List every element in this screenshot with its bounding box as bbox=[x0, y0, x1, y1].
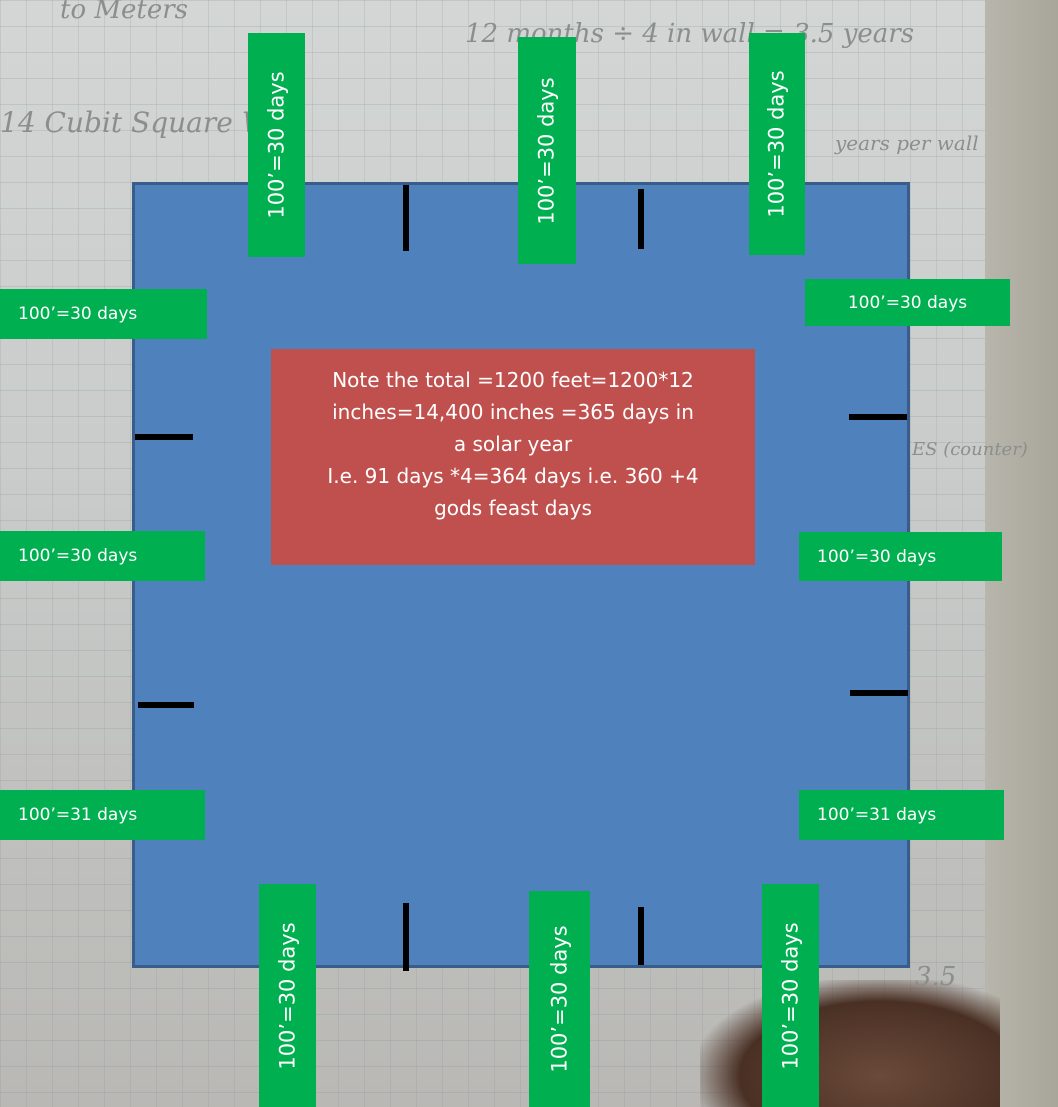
tick-mark-right-1 bbox=[849, 414, 907, 420]
tick-mark-right-2 bbox=[850, 690, 908, 696]
note-line: I.e. 91 days *4=364 days i.e. 360 +4 bbox=[281, 460, 745, 492]
label-right-lower: 100’=31 days bbox=[799, 790, 1004, 840]
label-right-upper: 100’=30 days bbox=[805, 279, 1010, 326]
scribble-three-five: 3.5 bbox=[915, 962, 956, 992]
scribble-to-meters: to Meters bbox=[60, 0, 188, 25]
label-bottom-center: 100’=30 days bbox=[529, 891, 590, 1107]
tick-mark-left-2 bbox=[138, 702, 194, 708]
note-line: inches=14,400 inches =365 days in bbox=[281, 396, 745, 428]
note-box: Note the total =1200 feet=1200*12 inches… bbox=[271, 349, 755, 565]
tick-mark-left-1 bbox=[135, 434, 193, 440]
label-bottom-right: 100’=30 days bbox=[762, 884, 819, 1107]
label-left-lower: 100’=31 days bbox=[0, 790, 205, 840]
tick-mark-top-2 bbox=[638, 189, 644, 249]
label-left-middle: 100’=30 days bbox=[0, 531, 205, 581]
note-line: a solar year bbox=[281, 428, 745, 460]
label-right-middle: 100’=30 days bbox=[799, 532, 1002, 581]
label-bottom-left: 100’=30 days bbox=[259, 884, 316, 1107]
label-top-right: 100’=30 days bbox=[749, 33, 805, 255]
square-wall bbox=[132, 182, 910, 968]
note-line: Note the total =1200 feet=1200*12 bbox=[281, 364, 745, 396]
label-top-left: 100’=30 days bbox=[248, 33, 305, 257]
scribble-years-per-wall: years per wall bbox=[834, 131, 979, 155]
note-line: gods feast days bbox=[281, 492, 745, 524]
label-left-upper: 100’=30 days bbox=[0, 289, 207, 339]
tick-mark-bottom-2 bbox=[638, 907, 644, 965]
tick-mark-top-1 bbox=[403, 185, 409, 251]
label-top-center: 100’=30 days bbox=[518, 37, 576, 264]
tick-mark-bottom-1 bbox=[403, 903, 409, 971]
scribble-counter: ES (counter) bbox=[911, 439, 1028, 460]
